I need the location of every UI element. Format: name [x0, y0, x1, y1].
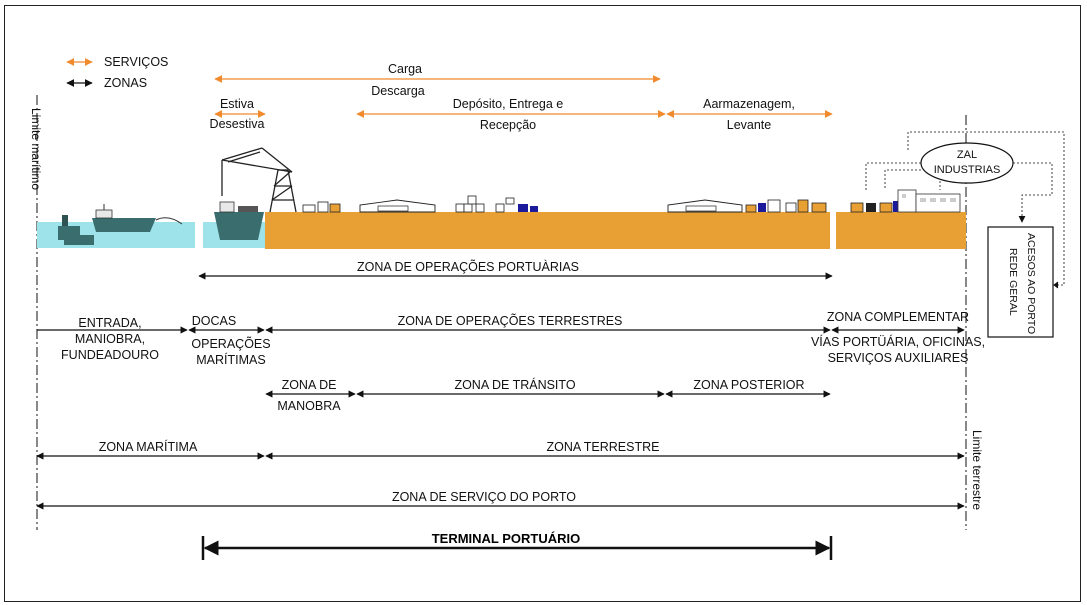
zone-arrows: ZONA DE OPERAÇÕES PORTUÀRIAS ENTRADA, MA…	[36, 259, 985, 560]
terminal-label: TERMINAL PORTUÁRIO	[432, 531, 581, 546]
docas-label: DOCAS	[192, 314, 236, 328]
legend: SERVIÇOS ZONAS	[66, 55, 168, 90]
armazenagem-label: Aarmazenagem,	[703, 97, 795, 111]
zal-label: ZAL	[957, 149, 977, 161]
service-arrows: Carga Descarga Estiva Desestiva Depósito…	[210, 62, 833, 132]
factory-icon	[897, 189, 961, 213]
forklift-icons	[495, 197, 538, 213]
terrestre-label: ZONA TERRESTRE	[547, 440, 660, 454]
maritimas-label: MARÍTIMAS	[196, 352, 265, 367]
recepcao-label: Recepção	[480, 118, 536, 132]
crane-icon	[221, 147, 297, 213]
zal-block: ZAL INDUSTRIAS	[865, 131, 1065, 289]
transito-label: ZONA DE TRÁNSITO	[454, 377, 575, 392]
docked-ship-icon	[214, 201, 264, 240]
terminal-vehicles	[302, 201, 341, 213]
deposito-label: Depósito, Entrega e	[453, 97, 564, 111]
acessos-rect	[987, 226, 1054, 338]
limite-terrestre-label: Limite terrestre	[970, 430, 984, 510]
legend-zonas: ZONAS	[104, 76, 147, 90]
carga-label: Carga	[388, 62, 422, 76]
operacoes-maritimas-label: OPERAÇÕES	[191, 336, 270, 351]
rede-geral-label: REDE GERAL	[1007, 248, 1019, 316]
entrada-label: ENTRADA,	[78, 316, 141, 330]
complementary-vehicles	[850, 201, 905, 213]
limite-maritimo-label: Limite marítimo	[29, 108, 43, 190]
servicos-auxiliares-label: SERVIÇOS AUXILIARES	[828, 351, 969, 365]
ship-icon	[92, 204, 183, 232]
op-portuarias-label: ZONA DE OPERAÇÕES PORTUÀRIAS	[357, 259, 579, 274]
legend-servicos: SERVIÇOS	[104, 55, 168, 69]
manobra-label: MANOBRA	[277, 399, 341, 413]
port-scene	[37, 147, 966, 249]
posterior-label: ZONA POSTERIOR	[693, 378, 804, 392]
vias-label: VÍAS PORTÜÁRIA, OFICINAS,	[811, 334, 985, 349]
buoy-icon	[58, 215, 94, 245]
trucks-icons	[745, 199, 827, 213]
desestiva-label: Desestiva	[210, 117, 265, 131]
levante-label: Levante	[727, 118, 772, 132]
acessos-label: ACESOS AO PORTO	[1025, 233, 1037, 334]
warehouse-2-icon	[667, 199, 743, 213]
acessos-box: ACESOS AO PORTO REDE GERAL	[987, 226, 1054, 338]
servico-porto-label: ZONA DE SERVIÇO DO PORTO	[392, 490, 576, 504]
maritima-label: ZONA MARÍTIMA	[99, 439, 198, 454]
op-terrestres-label: ZONA DE OPERAÇÕES TERRESTRES	[398, 313, 623, 328]
maniobra-label: MANIOBRA,	[75, 332, 145, 346]
complementary-land	[836, 212, 966, 249]
zona-de-label: ZONA DE	[282, 378, 337, 392]
warehouse-icon	[359, 199, 436, 213]
estiva-label: Estiva	[220, 97, 254, 111]
descarga-label: Descarga	[371, 84, 425, 98]
complementar-label: ZONA COMPLEMENTAR	[827, 310, 969, 324]
container-stack-icon	[455, 195, 485, 213]
industrias-label: INDUSTRIAS	[934, 164, 1001, 176]
fundeadouro-label: FUNDEADOURO	[61, 348, 159, 362]
terminal-land	[265, 212, 830, 249]
